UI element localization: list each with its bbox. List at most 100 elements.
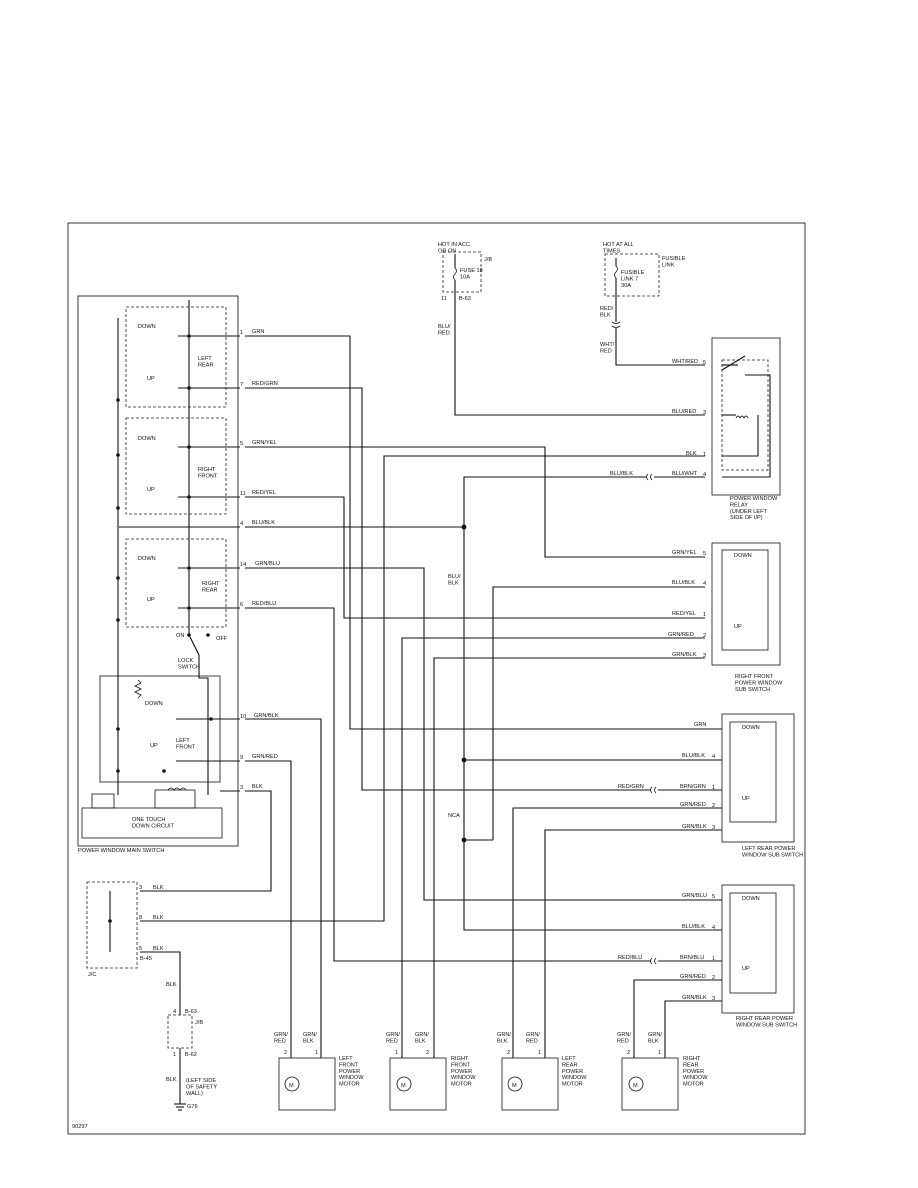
lr-sub-inner bbox=[729, 721, 777, 823]
main-wire-grn-blk: GRN/BLK bbox=[254, 713, 279, 719]
motor-lf-w2: GRN/BLK bbox=[303, 1032, 317, 1044]
rr-red-blu: RED/BLU bbox=[618, 955, 642, 961]
rf-wire-grn-red: GRN/RED bbox=[668, 632, 694, 638]
motor-lr-symbol: M bbox=[512, 1083, 517, 1089]
relay-blu-blk: BLU/BLK bbox=[610, 471, 633, 477]
main-pin-14: 14 bbox=[240, 562, 246, 568]
motor-lf-p2: 1 bbox=[315, 1050, 318, 1056]
lr-wire-grn-red: GRN/RED bbox=[680, 802, 706, 808]
jc-pin-5: 5 bbox=[139, 946, 142, 952]
relay-wire-wht-red: WHT/RED bbox=[672, 359, 698, 365]
wht-red-label: WHT/RED bbox=[600, 342, 615, 354]
motor-rf-w1: GRN/RED bbox=[386, 1032, 400, 1044]
motor-lr-box bbox=[501, 1057, 559, 1111]
pin-11-label: 11 bbox=[441, 296, 447, 302]
relay-outline bbox=[711, 337, 781, 496]
relay-pin-5: 5 bbox=[703, 360, 706, 366]
rr-sub-outline bbox=[721, 884, 795, 1014]
ground-b62: B-62 bbox=[185, 1052, 197, 1058]
jc-label: J/C bbox=[88, 972, 96, 978]
blu-blk-mid-label: BLU/BLK bbox=[448, 574, 461, 586]
main-switch-name: POWER WINDOW MAIN SWITCH bbox=[78, 848, 164, 854]
rr-pin-2: 2 bbox=[712, 975, 715, 981]
motor-lr-w1: GRN/BLK bbox=[497, 1032, 511, 1044]
relay-wire-blu-red: BLU/RED bbox=[672, 409, 696, 415]
main-wire-blk: BLK bbox=[252, 784, 263, 790]
junction-connector: J/C 3 BLK 8 BLK 5 BLK B-45 BLK bbox=[86, 881, 177, 988]
motor-rr-w1: GRN/RED bbox=[617, 1032, 631, 1044]
right-rear-down-label: DOWN bbox=[138, 556, 156, 562]
rf-pin-3: 3 bbox=[703, 653, 706, 659]
lr-pin-4: 4 bbox=[712, 754, 715, 760]
motor-rr-w2: GRN/BLK bbox=[648, 1032, 662, 1044]
b45-label: B-45 bbox=[140, 956, 152, 962]
rr-pin-3: 3 bbox=[712, 996, 715, 1002]
relay-wire-blu-wht: BLU/WHT bbox=[672, 471, 698, 477]
rr-wire-grn-blu: GRN/BLU bbox=[682, 893, 707, 899]
on-label: ON bbox=[176, 633, 184, 639]
main-wire-grn-blu: GRN/BLU bbox=[255, 561, 280, 567]
main-wire-red-yel: RED/YEL bbox=[252, 490, 276, 496]
jc-pin-8: 8 bbox=[139, 915, 142, 921]
motor-rr-symbol: M bbox=[633, 1083, 638, 1089]
jc-wire-2: BLK bbox=[153, 915, 164, 921]
main-wire-grn-red: GRN/RED bbox=[252, 754, 278, 760]
lr-wire-brn-grn: BRN/GRN bbox=[680, 784, 706, 790]
rr-sub-up: UP bbox=[742, 966, 750, 972]
motor-lf-p1: 2 bbox=[284, 1050, 287, 1056]
rr-wire-grn-red: GRN/RED bbox=[680, 974, 706, 980]
rr-wire-grn-blk: GRN/BLK bbox=[682, 995, 707, 1001]
lr-pin-2: 2 bbox=[712, 803, 715, 809]
main-switch-pins: 1 GRN 7 RED/GRN 5 GRN/YEL 11 RED/YEL 4 B… bbox=[240, 329, 280, 791]
main-pin-4: 4 bbox=[240, 521, 243, 527]
lr-red-grn: RED/GRN bbox=[618, 784, 644, 790]
rf-wire-blu-blk: BLU/BLK bbox=[672, 580, 695, 586]
motor-rr-box bbox=[621, 1057, 679, 1111]
main-pin-10: 10 bbox=[240, 714, 246, 720]
main-pin-7: 7 bbox=[240, 382, 243, 388]
motor-lf-w1: GRN/RED bbox=[274, 1032, 288, 1044]
one-touch-box bbox=[81, 807, 223, 839]
motor-lr-p1: 2 bbox=[507, 1050, 510, 1056]
rf-pin-4: 4 bbox=[703, 581, 706, 587]
red-blk-label: RED/BLK bbox=[600, 306, 614, 318]
rf-pin-1: 1 bbox=[703, 612, 706, 618]
right-rear-switch-box bbox=[125, 538, 227, 628]
ground-jb-box bbox=[167, 1014, 193, 1049]
left-rear-up-label: UP bbox=[147, 376, 155, 382]
motor-rf-w2: GRN/BLK bbox=[415, 1032, 429, 1044]
jc-wire-1: BLK bbox=[153, 885, 164, 891]
rf-sub-down: DOWN bbox=[734, 553, 752, 559]
relay-pin-4: 4 bbox=[703, 472, 706, 478]
main-pin-5: 5 bbox=[240, 441, 243, 447]
relay-wire-blk: BLK bbox=[686, 451, 697, 457]
rf-wire-grn-yel: GRN/YEL bbox=[672, 550, 697, 556]
rr-pin-4: 4 bbox=[712, 925, 715, 931]
motor-lr-p2: 1 bbox=[538, 1050, 541, 1056]
rr-wire-brn-blu: BRN/BLU bbox=[680, 955, 704, 961]
left-front-down-label: DOWN bbox=[145, 701, 163, 707]
right-front-up-label: UP bbox=[147, 487, 155, 493]
